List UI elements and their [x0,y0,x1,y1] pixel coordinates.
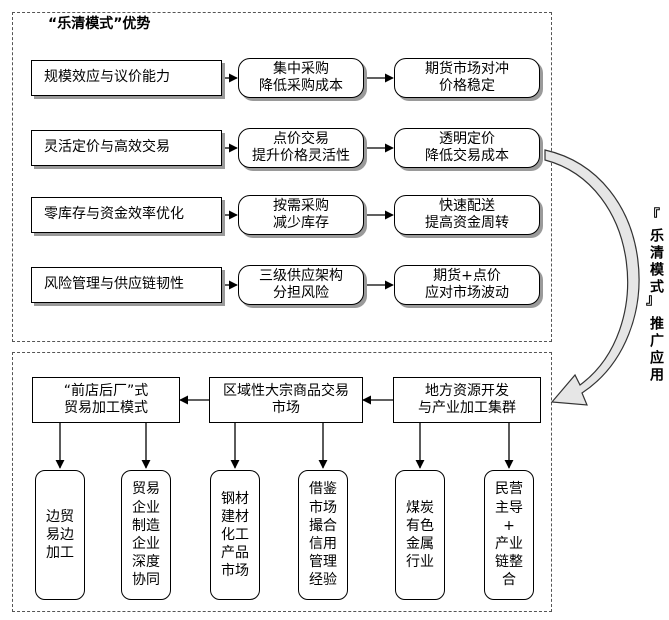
application-panel [12,352,552,612]
side-label-bracket-title: 乐清模式 [648,228,664,296]
advantage-label-1: 规模效应与议价能力 [31,60,222,96]
application-leaf-3: 钢材 建材 化工 产品 市场 [210,470,260,600]
side-label-bracket-open: 『 [646,208,660,224]
advantage-step1-4: 三级供应架构 分担风险 [238,265,364,305]
advantage-step1-3: 按需采购 减少库存 [238,195,364,235]
application-leaf-6: 民营 主导 + 产业 链整 合 [484,470,534,600]
advantage-label-3: 零库存与资金效率优化 [31,197,222,233]
application-header-2: 区域性大宗商品交易 市场 [209,377,363,423]
curved-arrow [544,149,640,406]
advantage-step2-1: 期货市场对冲 价格稳定 [394,58,540,98]
application-leaf-2: 贸易 企业 制造 企业 深度 协同 [121,470,171,600]
advantage-step2-4: 期货+点价 应对市场波动 [394,265,540,305]
advantage-step2-3: 快速配送 提高资金周转 [394,195,540,235]
advantage-step1-1: 集中采购 降低采购成本 [238,58,364,98]
application-leaf-5: 煤炭 有色 金属 行业 [395,470,445,600]
application-header-3: 地方资源开发 与产业加工集群 [393,377,541,423]
advantage-step2-2: 透明定价 降低交易成本 [394,128,540,168]
side-label-bracket-close: 』 [646,292,660,308]
application-leaf-1: 边贸 易边 加工 [35,470,85,600]
advantage-label-2: 灵活定价与高效交易 [31,130,222,166]
advantage-step1-2: 点价交易 提升价格灵活性 [238,128,364,168]
side-label-text: 推广应用 [648,316,664,384]
application-leaf-4: 借鉴 市场 撮合 信用 管理 经验 [298,470,348,600]
advantage-label-4: 风险管理与供应链韧性 [31,267,222,303]
application-header-1: “前店后厂”式 贸易加工模式 [32,377,180,423]
advantages-panel [12,12,552,342]
advantages-title: “乐清模式”优势 [48,16,151,32]
